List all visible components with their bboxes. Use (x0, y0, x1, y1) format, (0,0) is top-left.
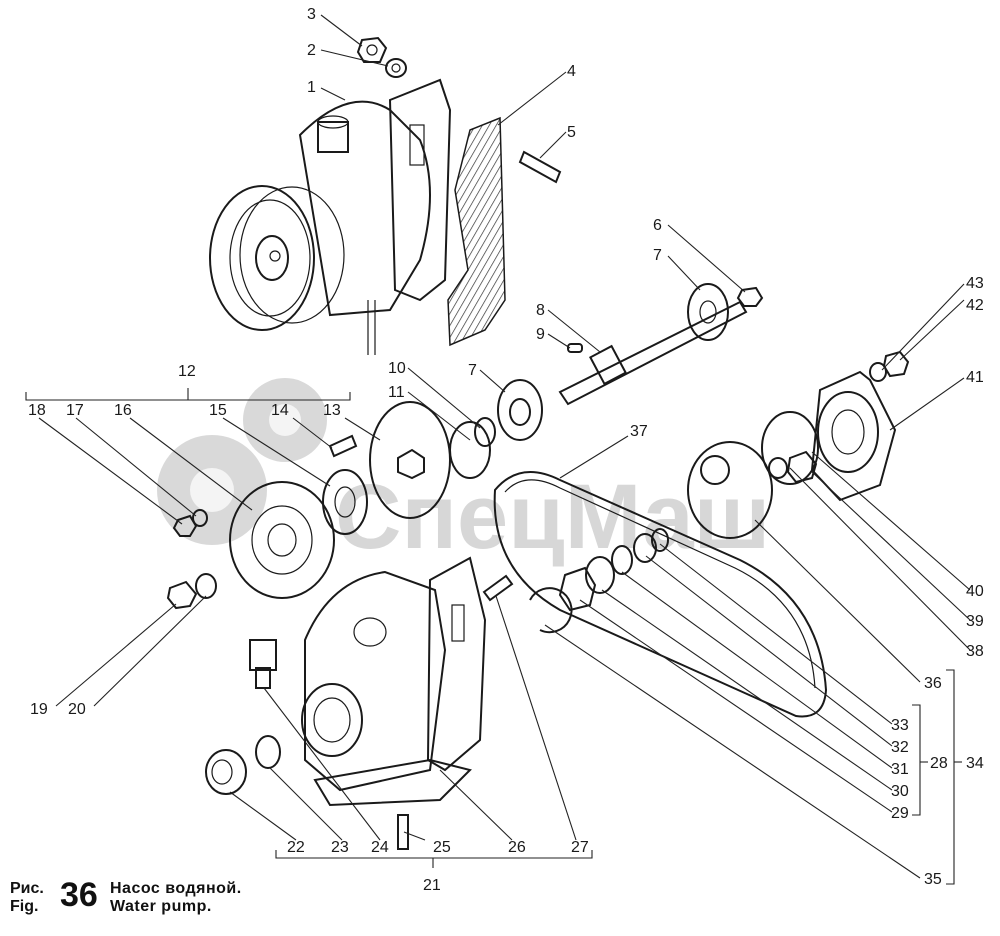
pin-part-14 (328, 434, 358, 458)
callout-36: 36 (924, 675, 942, 692)
callout-42: 42 (966, 297, 984, 314)
callout-17: 17 (66, 402, 84, 419)
washer-part-2 (385, 58, 407, 78)
washer-part-43 (869, 362, 887, 382)
callout-3: 3 (307, 6, 316, 23)
callout-7-upper: 7 (653, 247, 662, 264)
washer-part-20 (195, 573, 217, 599)
callout-38: 38 (966, 643, 984, 660)
stud-part-27 (482, 574, 514, 602)
caption-label-en: Fig. (10, 898, 39, 915)
callout-37: 37 (630, 423, 648, 440)
callout-12: 12 (178, 363, 196, 380)
callout-14: 14 (271, 402, 289, 419)
seal-part-31 (611, 545, 633, 575)
callout-41: 41 (966, 369, 984, 386)
hub-part-36 (687, 441, 773, 539)
callout-28: 28 (930, 755, 948, 772)
watermark-logo: СпецМаш (157, 378, 770, 568)
callout-32: 32 (891, 739, 909, 756)
caption-title-en: Water pump. (110, 898, 212, 915)
nut-part-19 (166, 580, 198, 610)
callout-20: 20 (68, 701, 86, 718)
callout-9: 9 (536, 326, 545, 343)
caption-title-ru: Насос водяной. (110, 880, 242, 897)
nut-part-3 (356, 36, 388, 63)
pump-housing-part-26 (301, 556, 487, 807)
callout-labels: 1 2 3 4 5 6 7 7 8 9 10 11 12 13 14 15 16… (28, 6, 984, 894)
callout-30: 30 (891, 783, 909, 800)
washer-part-38 (768, 457, 788, 479)
caption-label-ru: Рис. (10, 880, 44, 897)
sensor-part-23 (249, 639, 277, 689)
callout-5: 5 (567, 124, 576, 141)
callout-6: 6 (653, 217, 662, 234)
callout-2: 2 (307, 42, 316, 59)
stud-part-5 (518, 150, 562, 184)
callout-15: 15 (209, 402, 227, 419)
callout-8: 8 (536, 302, 545, 319)
leader-lines (25, 14, 971, 885)
callout-4: 4 (567, 63, 576, 80)
seal-part-30 (585, 556, 615, 594)
seal-ring-part-40 (761, 411, 819, 485)
callout-31: 31 (891, 761, 909, 778)
seal-part-32 (633, 533, 657, 563)
shaft-part-8 (558, 300, 748, 406)
callout-7-lower: 7 (468, 362, 477, 379)
callout-11: 11 (388, 384, 405, 401)
washer-part-17 (192, 509, 208, 527)
nut-part-18 (172, 514, 198, 537)
callout-16: 16 (114, 402, 132, 419)
callout-24: 24 (371, 839, 389, 856)
pump-assembly-upper (209, 78, 452, 355)
ring-part-11 (474, 417, 496, 447)
nut-part-42 (882, 350, 910, 378)
callout-10: 10 (388, 360, 406, 377)
bearing-part-7-upper (687, 283, 729, 341)
callout-18: 18 (28, 402, 46, 419)
callout-27: 27 (571, 839, 589, 856)
callout-39: 39 (966, 613, 984, 630)
callout-33: 33 (891, 717, 909, 734)
callout-25: 25 (433, 839, 451, 856)
figure-number: 36 (60, 876, 98, 914)
nut-part-39 (786, 450, 818, 484)
bearing-part-7-lower (497, 379, 543, 441)
key-part-9 (567, 343, 583, 353)
callout-1: 1 (307, 79, 316, 96)
callout-29: 29 (891, 805, 909, 822)
sleeve-part-22 (205, 749, 247, 795)
callout-43: 43 (966, 275, 984, 292)
belt-part-37 (493, 471, 828, 718)
callout-22: 22 (287, 839, 305, 856)
callout-19: 19 (30, 701, 48, 718)
o-ring-part-24 (255, 735, 281, 769)
nut-part-29 (558, 566, 597, 612)
callout-13: 13 (323, 402, 341, 419)
callout-35: 35 (924, 871, 942, 888)
seal-part-33 (651, 528, 669, 552)
flange-part-15 (322, 469, 368, 535)
callout-23: 23 (331, 839, 349, 856)
stud-part-25 (397, 814, 409, 850)
gasket-part-4 (447, 116, 506, 347)
bearing-cover-part-41 (810, 370, 897, 502)
impeller-part-10 (369, 401, 491, 519)
callout-40: 40 (966, 583, 984, 600)
callout-26: 26 (508, 839, 526, 856)
pulley-part-16 (229, 481, 335, 599)
callout-21: 21 (423, 877, 441, 894)
gear-small-icon (243, 378, 327, 462)
nut-part-6 (736, 286, 764, 307)
callout-34: 34 (966, 755, 984, 772)
